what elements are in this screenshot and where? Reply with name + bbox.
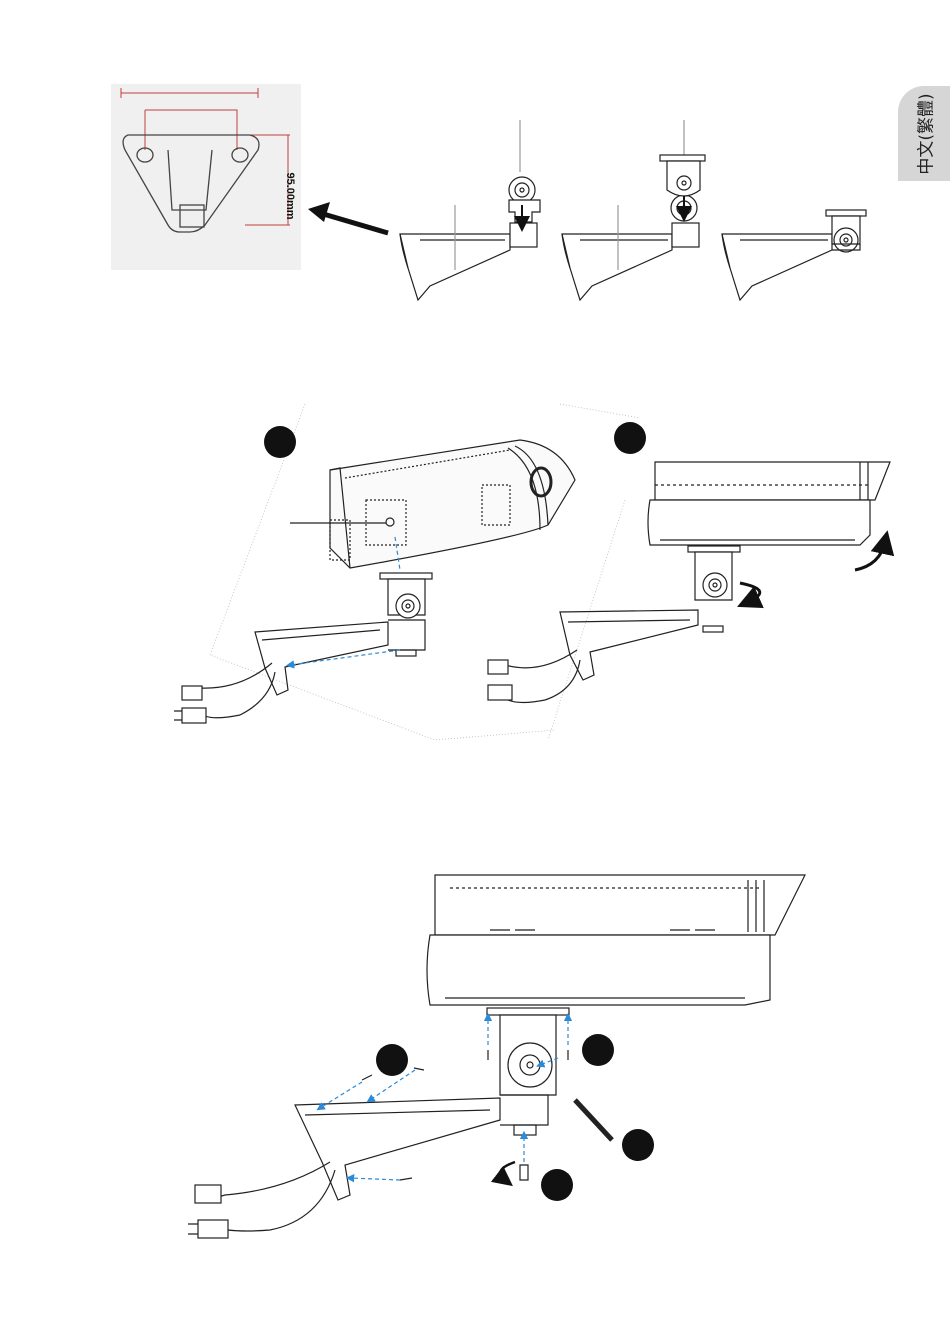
step-marker — [376, 1044, 408, 1076]
rotate-arrow-icon — [500, 1162, 515, 1180]
dimension-label: 95.00mm — [284, 172, 296, 219]
bracket-step-1 — [400, 120, 540, 300]
arrow-icon — [308, 202, 330, 222]
rotate-arrow-icon — [740, 583, 760, 602]
bracket-step-3 — [722, 210, 866, 300]
housing-assembly-figure — [188, 875, 805, 1238]
rotate-arrow-icon — [855, 542, 885, 570]
step-marker — [582, 1034, 614, 1066]
step-marker — [614, 422, 646, 454]
mount-template-figure — [111, 84, 301, 270]
step-marker — [264, 426, 296, 458]
step-marker — [622, 1129, 654, 1161]
camera-attach-figure — [174, 440, 575, 723]
step-marker — [541, 1169, 573, 1201]
